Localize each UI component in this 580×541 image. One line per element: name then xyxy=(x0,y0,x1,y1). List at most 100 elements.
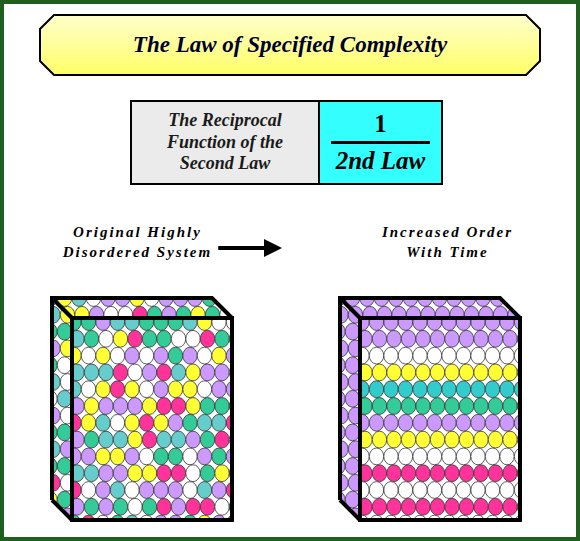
ball xyxy=(84,465,98,482)
ball xyxy=(234,306,248,323)
ball xyxy=(168,482,182,499)
ball xyxy=(171,364,185,381)
ball xyxy=(427,347,441,364)
ball xyxy=(459,398,473,415)
ball xyxy=(398,414,412,431)
ball xyxy=(142,398,156,415)
ball xyxy=(200,431,214,448)
ball xyxy=(139,448,153,465)
ball xyxy=(413,482,427,499)
ball xyxy=(171,431,185,448)
ball xyxy=(387,465,401,482)
ball xyxy=(474,398,488,415)
ball xyxy=(197,414,211,431)
ball xyxy=(113,465,127,482)
disordered-cube-back xyxy=(43,290,249,525)
ball xyxy=(212,448,226,465)
ball xyxy=(215,398,229,415)
ball xyxy=(474,465,488,482)
ball xyxy=(416,398,430,415)
ball xyxy=(500,381,514,398)
ball xyxy=(471,482,485,499)
ball xyxy=(442,414,456,431)
ball xyxy=(398,482,412,499)
ball xyxy=(471,448,485,465)
ball xyxy=(154,482,168,499)
ball xyxy=(84,330,98,347)
ball xyxy=(234,508,248,525)
ball xyxy=(197,381,211,398)
ball xyxy=(200,330,214,347)
ball xyxy=(157,498,171,515)
ball xyxy=(345,323,359,340)
ball xyxy=(503,465,517,482)
ball xyxy=(215,465,229,482)
ball xyxy=(416,330,430,347)
ball xyxy=(110,482,124,499)
ball xyxy=(442,448,456,465)
ball xyxy=(212,482,226,499)
ball xyxy=(401,398,415,415)
ball xyxy=(157,398,171,415)
ball xyxy=(157,431,171,448)
ball xyxy=(171,330,185,347)
ball xyxy=(416,364,430,381)
ordered-cube-back xyxy=(331,290,537,525)
ball xyxy=(113,431,127,448)
ball xyxy=(442,381,456,398)
ordered-cube-front-ground xyxy=(360,318,520,520)
ball xyxy=(474,431,488,448)
ball xyxy=(369,414,383,431)
ball xyxy=(81,414,95,431)
ball xyxy=(369,347,383,364)
ball xyxy=(488,431,502,448)
ball xyxy=(485,381,499,398)
numerator: 1 xyxy=(331,110,429,144)
box-text: The Reciprocal Function of the Second La… xyxy=(140,110,310,175)
ball xyxy=(430,398,444,415)
ball xyxy=(398,448,412,465)
ball xyxy=(96,381,110,398)
ball xyxy=(99,330,113,347)
ball xyxy=(401,465,415,482)
title-banner xyxy=(40,15,540,75)
ball xyxy=(413,347,427,364)
ball xyxy=(154,381,168,398)
ball xyxy=(215,431,229,448)
ball xyxy=(81,347,95,364)
ball xyxy=(401,330,415,347)
ball xyxy=(384,414,398,431)
ball xyxy=(474,330,488,347)
ball xyxy=(113,330,127,347)
ball xyxy=(442,482,456,499)
ball xyxy=(345,357,359,374)
ball xyxy=(459,330,473,347)
ball xyxy=(183,448,197,465)
ball xyxy=(500,414,514,431)
ball xyxy=(99,398,113,415)
ball xyxy=(387,364,401,381)
ball xyxy=(157,465,171,482)
ball xyxy=(110,381,124,398)
ball xyxy=(197,448,211,465)
ball xyxy=(345,458,359,475)
ball xyxy=(157,364,171,381)
ball xyxy=(459,465,473,482)
ball xyxy=(171,498,185,515)
ball xyxy=(139,414,153,431)
ball xyxy=(488,465,502,482)
ball xyxy=(459,431,473,448)
ball xyxy=(200,465,214,482)
ball xyxy=(197,347,211,364)
ball xyxy=(168,414,182,431)
ball xyxy=(430,364,444,381)
ordered-cube-front xyxy=(360,318,520,520)
ball xyxy=(186,364,200,381)
ball xyxy=(183,381,197,398)
ball xyxy=(401,364,415,381)
ball xyxy=(372,431,386,448)
ball xyxy=(522,407,536,424)
ball xyxy=(372,465,386,482)
ball xyxy=(125,482,139,499)
